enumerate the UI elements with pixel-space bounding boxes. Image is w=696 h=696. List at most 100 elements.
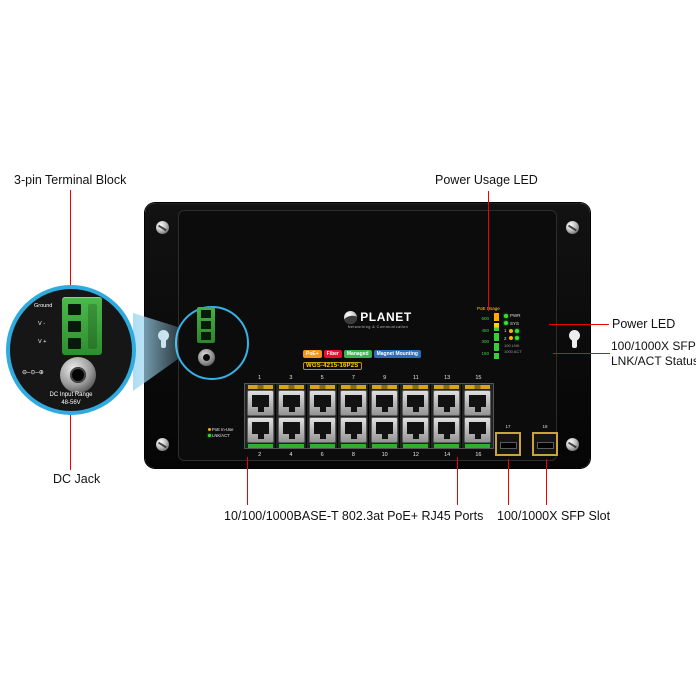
port-number: 13: [444, 375, 451, 381]
terminal-pin-hole: [68, 304, 81, 315]
rj45-port-column: [462, 384, 493, 448]
label-sfp-status-line1: 100/1000X SFP: [611, 339, 696, 353]
rj45-port: [246, 417, 274, 443]
screw-hole-icon: [156, 221, 169, 234]
sys-led-row: SYS: [504, 321, 522, 326]
keyhole-mount-icon: [158, 330, 169, 348]
scale-300: 300: [481, 339, 489, 344]
led-legend-100: 100 LNK: [504, 343, 520, 348]
poe-usage-led-bar: [494, 313, 499, 359]
sfp1-led-row: 1: [504, 328, 522, 333]
poe-led-strip: [309, 385, 335, 389]
rj45-port: [370, 390, 398, 416]
power-led-icon: [504, 313, 508, 318]
callout-line-rj45-right: [457, 457, 458, 505]
lnk-led-strip: [465, 444, 490, 448]
pin-label-vminus: V -: [38, 321, 46, 327]
terminal-pin-hole: [68, 321, 81, 332]
switch-chassis: PLANET Networking & Communication PoE+ F…: [145, 203, 590, 468]
badge-mounting: Magnet Mounting: [373, 350, 421, 358]
callout-line-sfp-status: [553, 353, 610, 354]
pwr-label: PWR: [510, 313, 521, 318]
port-number: 15: [475, 375, 482, 381]
rj45-port: [339, 417, 367, 443]
pin-label-ground: Ground: [34, 303, 53, 309]
port-number: 16: [475, 452, 482, 458]
screw-hole-icon: [566, 438, 579, 451]
poe-led-strip: [340, 385, 366, 389]
sfp1-act-led-icon: [514, 328, 519, 333]
sfp1-label: 1: [504, 328, 507, 333]
keyhole-slot: [572, 339, 577, 348]
label-sfp-slot: 100/1000X SFP Slot: [497, 509, 611, 523]
lnk-led-strip: [402, 444, 428, 448]
rj45-port: [401, 417, 429, 443]
port-number: 11: [413, 375, 419, 381]
rj45-port-column: [400, 384, 431, 448]
lnk-led-strip: [340, 444, 366, 448]
sfp2-led-row: 2: [504, 336, 522, 341]
port-numbers-bottom: 2 4 6 8 10 12 14 16: [244, 452, 494, 458]
lnk-led-strip: [247, 444, 273, 448]
label-terminal-block: 3-pin Terminal Block: [14, 173, 127, 187]
sfp-number-18: 18: [542, 424, 548, 429]
label-rj45-ports: 10/100/1000BASE-T 802.3at PoE+ RJ45 Port…: [224, 509, 484, 523]
rj45-port-column: [338, 384, 369, 448]
dc-input-range-line1: DC Input Range: [49, 392, 93, 398]
poe-led-strip: [402, 385, 428, 389]
port-number: 1: [258, 375, 262, 381]
port-number: 9: [383, 375, 387, 381]
scale-150: 150: [481, 350, 489, 356]
polarity-symbol: ⊖–⊙–⊕: [22, 370, 44, 376]
port-number: 4: [289, 452, 293, 458]
badge-managed: Managed: [343, 350, 372, 358]
lnk-led-icon: [208, 434, 211, 437]
poe-led-strip: [247, 385, 273, 389]
poe-led-strip: [433, 385, 459, 389]
rj45-port: [370, 417, 398, 443]
port-number: 14: [444, 452, 451, 458]
lnk-led-strip: [278, 444, 304, 448]
rj45-port: [277, 417, 305, 443]
port-number: 5: [320, 375, 324, 381]
port-led-legend: PoE In-Use LNK/ACT: [208, 427, 233, 439]
sfp1-lnk-led-icon: [508, 328, 513, 333]
screw-hole-icon: [566, 221, 579, 234]
callout-line-sfp-slot-right: [546, 459, 547, 505]
planet-logo: PLANET Networking & Communication: [338, 310, 418, 329]
poe-led-icon: [208, 428, 211, 431]
brand-tagline: Networking & Communication: [347, 325, 409, 329]
scale-600: 600: [481, 316, 489, 321]
status-led-column: PWR SYS 1 2: [504, 313, 522, 359]
rj45-port-column: [276, 384, 307, 448]
sys-label: SYS: [510, 320, 520, 326]
rj45-port: [308, 417, 336, 443]
dc-input-range-line2: 48-56V: [61, 400, 81, 406]
lnk-led-strip: [371, 444, 397, 448]
terminal-pin-hole: [201, 332, 211, 340]
port-number: 6: [320, 452, 324, 458]
terminal-block-small: [197, 307, 215, 343]
keyhole-mount-icon: [569, 330, 580, 348]
poe-led-strip: [371, 385, 397, 389]
callout-line-terminal-block: [70, 190, 71, 285]
label-sfp-status-line2: LNK/ACT Status: [611, 353, 696, 368]
rj45-port-column: [369, 384, 400, 448]
rj45-port: [464, 417, 491, 443]
led-legend: 100 LNK 1000 ACT: [504, 343, 522, 354]
legend-poe-label: PoE In-Use: [212, 427, 234, 432]
planet-logo-row: PLANET: [338, 310, 418, 324]
pin-label-vplus: V +: [38, 339, 47, 345]
brand-text: PLANET: [360, 310, 412, 324]
rj45-port-block: [244, 383, 494, 449]
label-dc-jack: DC Jack: [53, 472, 101, 486]
badge-fiber: Fiber: [323, 350, 342, 358]
sys-led-icon: [504, 321, 508, 325]
callout-line-dc-jack: [70, 415, 71, 470]
dc-jack-small: [198, 349, 215, 366]
feature-badges: PoE+ Fiber Managed Magnet Mounting: [303, 350, 421, 358]
rj45-port-column: [245, 384, 276, 448]
poe-led-strip: [278, 385, 304, 389]
dc-jack-large: [60, 357, 96, 393]
